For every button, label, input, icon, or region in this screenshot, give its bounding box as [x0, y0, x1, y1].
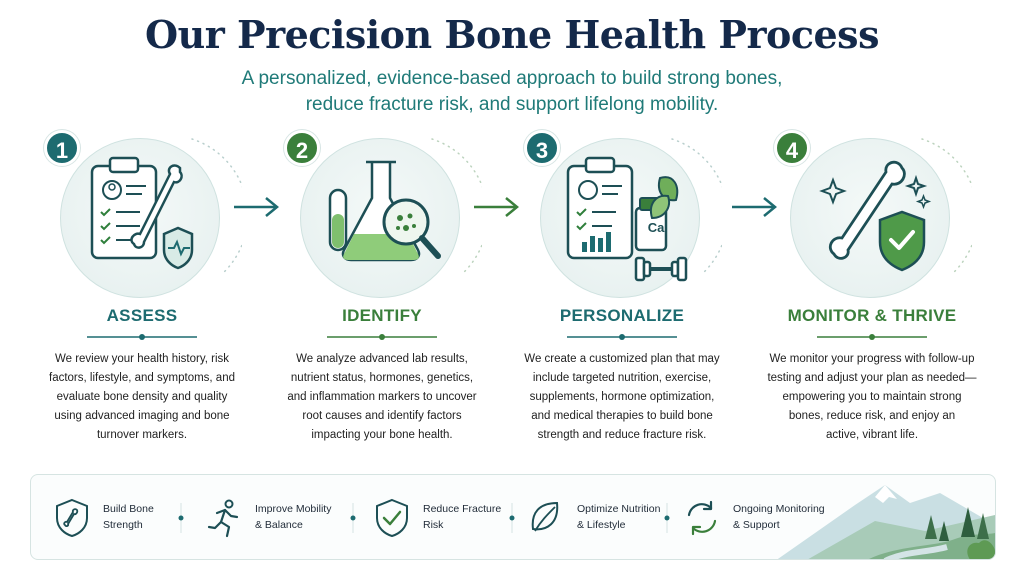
- page-title: Our Precision Bone Health Process: [145, 12, 879, 57]
- dotted-arc-decoration: [191, 138, 242, 275]
- arrow-right-icon: [732, 197, 777, 217]
- step-3-divider: [567, 334, 677, 340]
- step-3-description: We create a customized plan that may inc…: [524, 353, 720, 441]
- dotted-arc-decoration: [431, 138, 482, 275]
- step-2-title: IDENTIFY: [342, 306, 422, 325]
- step-4-badge: 4: [774, 130, 810, 166]
- step-3-illustration: Ca 3: [512, 130, 732, 298]
- benefit-3-line-2: Risk: [423, 519, 444, 531]
- dotted-arc-decoration: [921, 138, 972, 275]
- separator: [350, 503, 356, 533]
- step-2-illustration: 2: [272, 130, 492, 298]
- separator: [664, 503, 670, 533]
- separator: [509, 503, 515, 533]
- step-4-divider: [817, 334, 927, 340]
- leaf-icon: [531, 501, 559, 532]
- step-1-illustration: 1: [32, 130, 252, 298]
- benefit-2-line-2: & Balance: [255, 519, 303, 531]
- step-1-title: ASSESS: [106, 306, 178, 325]
- clipboard-bone-shield-icon: [90, 156, 194, 270]
- running-person-icon: [207, 499, 239, 538]
- subtitle-line-2: reduce fracture risk, and support lifelo…: [305, 94, 719, 115]
- step-2-badge: 2: [284, 130, 320, 166]
- separator: [178, 503, 184, 533]
- bone-shield-icon: [56, 498, 88, 538]
- benefit-5-line-2: & Support: [733, 519, 780, 531]
- mountain-landscape-illustration: [777, 485, 995, 559]
- step-2-description: We analyze advanced lab results, nutrien…: [287, 353, 477, 441]
- lab-flask-magnifier-icon: [328, 160, 441, 262]
- cycle-arrows-icon: [687, 500, 717, 536]
- benefit-1-line-1: Build Bone: [103, 503, 154, 515]
- supplement-label: Ca: [647, 220, 665, 235]
- step-1-description: We review your health history, risk fact…: [49, 353, 235, 441]
- step-4-illustration: 4: [762, 130, 982, 298]
- step-4-title: MONITOR & THRIVE: [787, 306, 957, 325]
- benefit-4-line-1: Optimize Nutrition: [577, 503, 661, 515]
- page-subtitle: A personalized, evidence-based approach …: [0, 66, 1024, 118]
- check-shield-icon: [376, 498, 408, 538]
- plan-supplement-dumbbell-icon: [566, 156, 688, 282]
- benefit-1-line-2: Strength: [103, 519, 143, 531]
- step-1-divider: [87, 334, 197, 340]
- benefit-5-line-1: Ongoing Monitoring: [733, 503, 825, 515]
- benefit-2-line-1: Improve Mobility: [255, 503, 332, 515]
- benefit-4-line-2: & Lifestyle: [577, 519, 626, 531]
- benefits-bar: Build Bone Strength Improve Mobility & B…: [30, 474, 996, 560]
- step-4-description: We monitor your progress with follow-up …: [767, 353, 977, 441]
- subtitle-line-1: A personalized, evidence-based approach …: [241, 68, 783, 89]
- step-2-divider: [327, 334, 437, 340]
- benefit-3-line-1: Reduce Fracture: [423, 503, 502, 515]
- step-3-title: PERSONALIZE: [559, 306, 685, 325]
- step-3-badge: 3: [524, 130, 560, 166]
- bone-check-shield-icon: [819, 160, 932, 272]
- dotted-arc-decoration: [671, 138, 722, 275]
- arrow-right-icon: [474, 197, 519, 217]
- arrow-right-icon: [234, 197, 279, 217]
- step-1-badge: 1: [44, 130, 80, 166]
